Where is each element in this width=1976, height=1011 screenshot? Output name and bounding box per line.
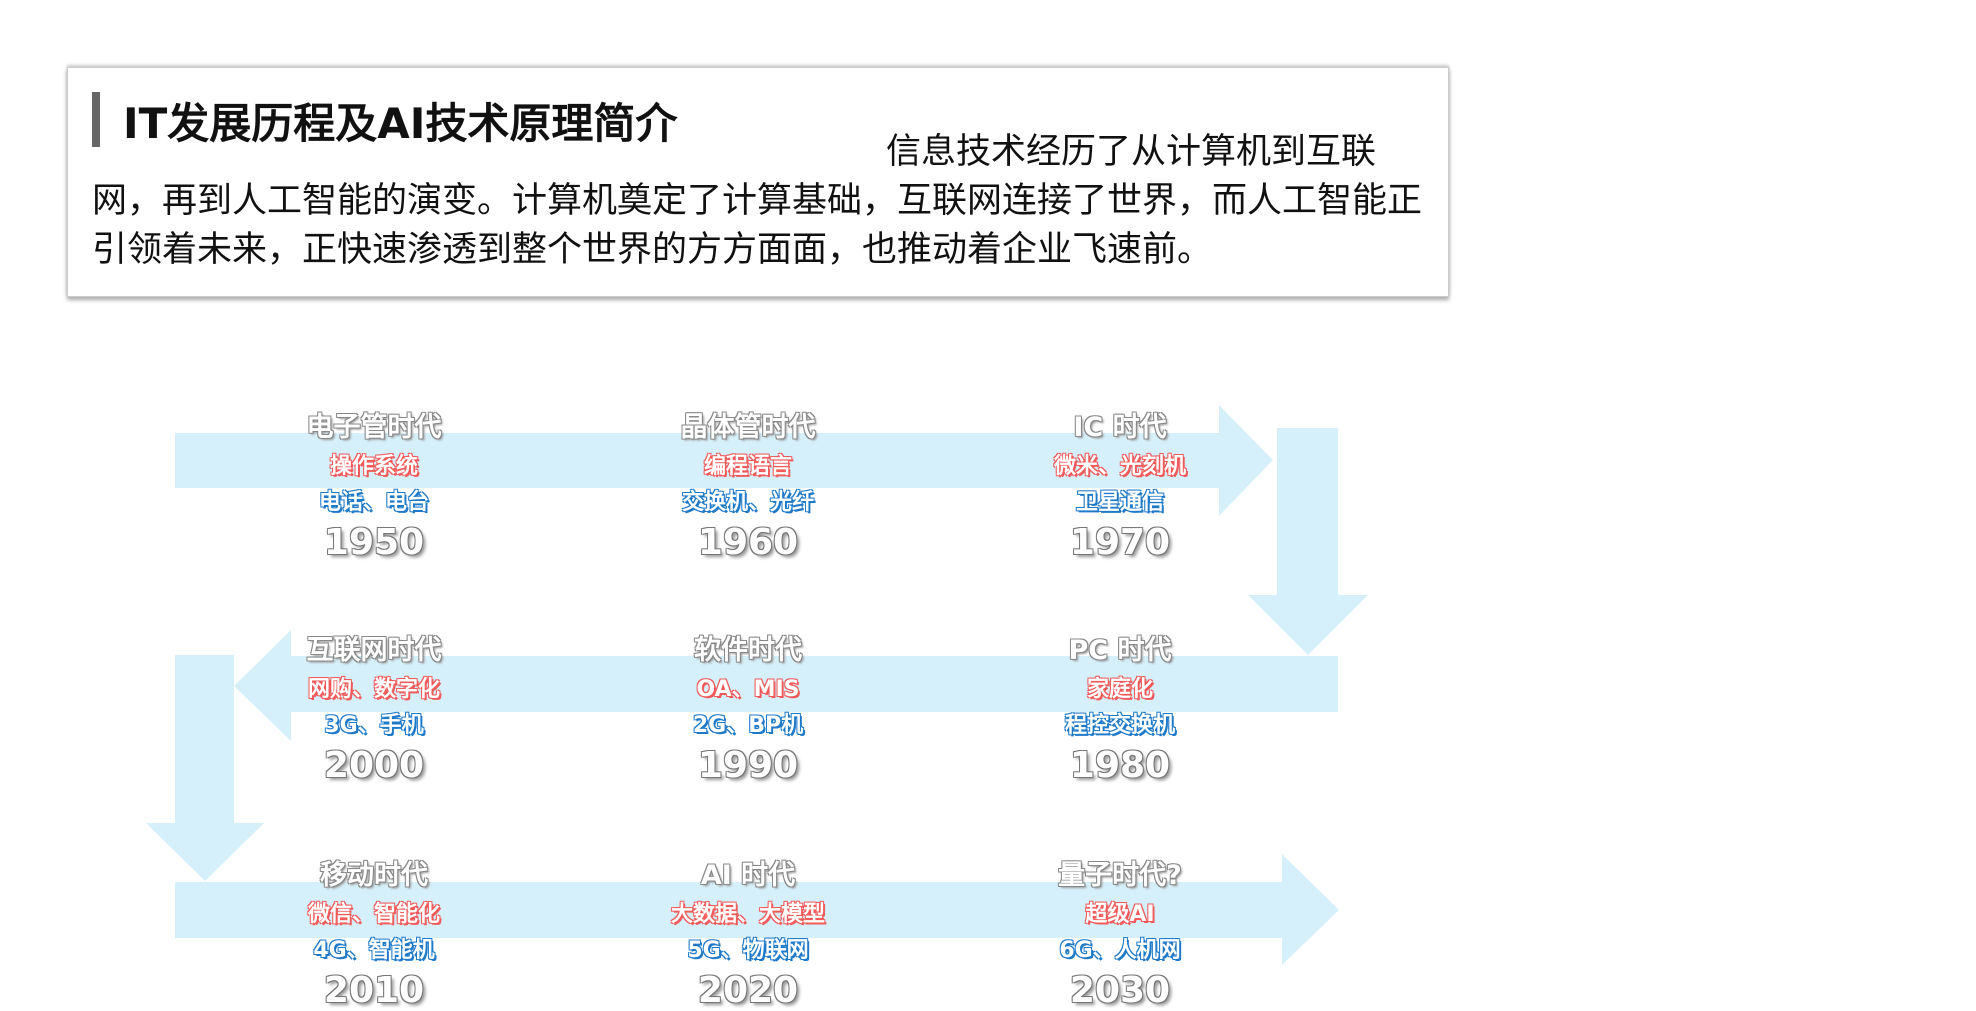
node-era: 电子管时代 <box>306 412 442 443</box>
node-year: 2000 <box>323 745 425 786</box>
arrow-row1-right <box>175 405 1273 516</box>
node-year: 1950 <box>323 522 425 563</box>
timeline-node: 电子管时代操作系统电话、电台 1950 <box>224 405 524 563</box>
page-title: IT发展历程及AI技术原理简介 <box>123 99 678 148</box>
node-era: 量子时代? <box>1058 860 1182 891</box>
node-red: 家庭化 <box>1086 677 1153 702</box>
node-blue: 5G、物联网 <box>687 938 809 963</box>
node-year: 1960 <box>697 522 799 563</box>
node-blue: 交换机、光纤 <box>681 490 814 515</box>
node-year: 2010 <box>323 970 425 1011</box>
timeline-node: 晶体管时代编程语言交换机、光纤 1960 <box>598 405 898 563</box>
timeline-node: 软件时代 OA、MIS 2G、BP机 1990 <box>598 628 898 786</box>
timeline-node: 互联网时代网购、数字化 3G、手机 2000 <box>224 628 524 786</box>
node-era: 互联网时代 <box>306 635 442 666</box>
node-year: 2030 <box>1069 970 1171 1011</box>
node-era: AI 时代 <box>700 860 796 891</box>
node-red: 微信、智能化 <box>307 902 440 927</box>
node-red: 网购、数字化 <box>307 677 440 702</box>
node-era: IC 时代 <box>1073 412 1167 443</box>
intro-card: IT发展历程及AI技术原理简介 信息技术经历了从计算机到互联网，再到人工智能的演… <box>67 67 1449 297</box>
node-red: 操作系统 <box>329 454 418 479</box>
timeline-node: IC 时代微米、光刻机卫星通信 1970 <box>970 405 1270 563</box>
arrow-down-right <box>1248 428 1368 655</box>
timeline-node: 量子时代? 超级AI 6G、人机网 2030 <box>970 853 1270 1011</box>
arrow-down-left <box>146 655 264 881</box>
node-red: 超级AI <box>1085 902 1155 927</box>
node-blue: 2G、BP机 <box>692 713 804 738</box>
node-era: 晶体管时代 <box>680 412 816 443</box>
intro-description: 信息技术经历了从计算机到互联网，再到人工智能的演变。计算机奠定了计算基础，互联网… <box>92 132 1423 270</box>
node-year: 1980 <box>1069 745 1171 786</box>
node-year: 1990 <box>697 745 799 786</box>
arrow-row3-right <box>175 854 1339 965</box>
node-era: 移动时代 <box>320 860 428 891</box>
title-accent-bar <box>92 92 100 147</box>
node-blue: 3G、手机 <box>324 713 424 738</box>
node-blue: 4G、智能机 <box>313 938 435 963</box>
timeline-node: 移动时代微信、智能化 4G、智能机 2010 <box>224 853 524 1011</box>
node-year: 1970 <box>1069 522 1171 563</box>
node-red: OA、MIS <box>696 677 800 702</box>
node-era: 软件时代 <box>694 635 802 666</box>
timeline-node: PC 时代家庭化程控交换机 1980 <box>970 628 1270 786</box>
timeline-node: AI 时代大数据、大模型 5G、物联网 2020 <box>598 853 898 1011</box>
node-year: 2020 <box>697 970 799 1011</box>
node-era: PC 时代 <box>1068 635 1172 666</box>
node-blue: 程控交换机 <box>1064 713 1175 738</box>
node-blue: 卫星通信 <box>1075 490 1164 515</box>
arrow-row2-left <box>234 630 1338 741</box>
node-red: 编程语言 <box>703 454 792 479</box>
node-blue: 电话、电台 <box>318 490 429 515</box>
node-red: 大数据、大模型 <box>670 902 825 927</box>
node-blue: 6G、人机网 <box>1059 938 1181 963</box>
node-red: 微米、光刻机 <box>1053 454 1186 479</box>
